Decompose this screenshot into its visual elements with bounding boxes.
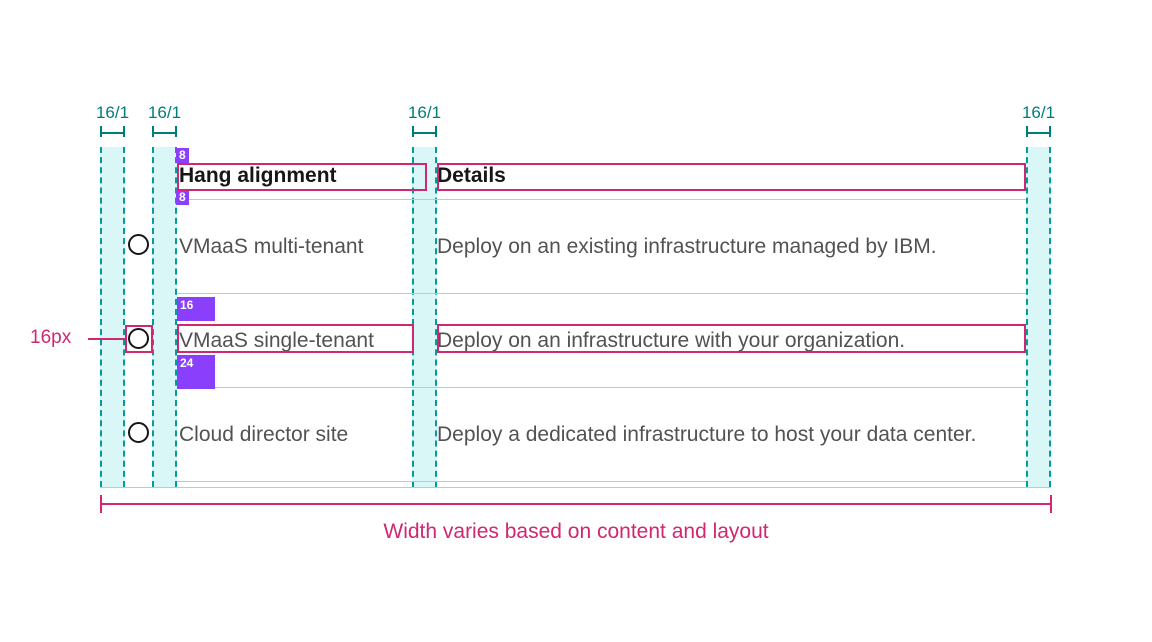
spacing-marker-header-top: 8 xyxy=(176,148,189,163)
width-measure-bar xyxy=(100,503,1052,505)
table-header-row: Hang alignment Details xyxy=(177,152,1026,200)
header-label-details: Details xyxy=(437,163,506,187)
table-row[interactable]: VMaaS single-tenant Deploy on an infrast… xyxy=(177,294,1026,388)
row-cell-details: Deploy on an existing infrastructure man… xyxy=(435,236,1026,258)
row-cell-name: VMaaS multi-tenant xyxy=(177,236,435,258)
width-measure-cap-right xyxy=(1050,495,1052,513)
radio-button-vmaas-single-tenant[interactable] xyxy=(128,328,149,349)
grid-column-band-3 xyxy=(412,147,437,487)
column-tick-label-3: 16/1 xyxy=(407,103,442,122)
header-cell-name: Hang alignment xyxy=(177,165,435,187)
table-row[interactable]: Cloud director site Deploy a dedicated i… xyxy=(177,388,1026,482)
row-details-vmaas-multi-tenant: Deploy on an existing infrastructure man… xyxy=(437,234,937,258)
column-tick-3 xyxy=(412,126,437,137)
column-tick-1 xyxy=(100,126,125,137)
row-cell-details: Deploy a dedicated infrastructure to hos… xyxy=(435,424,1026,446)
header-label-hang-alignment: Hang alignment xyxy=(179,163,337,187)
width-measure-label: Width varies based on content and layout xyxy=(383,520,769,543)
row-label-vmaas-multi-tenant: VMaaS multi-tenant xyxy=(179,234,364,258)
grid-column-band-2 xyxy=(152,147,177,487)
column-tick-label-4: 16/1 xyxy=(1021,103,1056,122)
grid-column-band-1 xyxy=(100,147,125,487)
spacing-marker-cell-bottom: 24 xyxy=(177,356,197,371)
column-tick-4 xyxy=(1026,126,1051,137)
header-cell-details: Details xyxy=(435,165,1026,187)
spacing-marker-header-bottom: 8 xyxy=(176,190,189,205)
radio-button-cloud-director-site[interactable] xyxy=(128,422,149,443)
radio-size-label: 16px xyxy=(30,327,72,348)
row-details-vmaas-single-tenant: Deploy on an infrastructure with your or… xyxy=(437,328,906,352)
table-bottom-rule xyxy=(100,487,1051,488)
row-label-vmaas-single-tenant: VMaaS single-tenant xyxy=(179,328,374,352)
radio-size-leader-line xyxy=(88,338,126,340)
grid-column-band-4 xyxy=(1026,147,1051,487)
row-details-cloud-director-site: Deploy a dedicated infrastructure to hos… xyxy=(437,422,977,446)
column-tick-label-2: 16/1 xyxy=(147,103,182,122)
column-tick-2 xyxy=(152,126,177,137)
row-label-cloud-director-site: Cloud director site xyxy=(179,422,349,446)
width-measure-cap-left xyxy=(100,495,102,513)
spacing-marker-cell-top: 16 xyxy=(177,298,197,313)
data-table: Hang alignment Details VMaaS multi-tenan… xyxy=(177,152,1026,482)
table-row[interactable]: VMaaS multi-tenant Deploy on an existing… xyxy=(177,200,1026,294)
row-cell-details: Deploy on an infrastructure with your or… xyxy=(435,330,1026,352)
row-cell-name: Cloud director site xyxy=(177,424,435,446)
radio-button-vmaas-multi-tenant[interactable] xyxy=(128,234,149,255)
column-tick-label-1: 16/1 xyxy=(95,103,130,122)
row-cell-name: VMaaS single-tenant xyxy=(177,330,435,352)
